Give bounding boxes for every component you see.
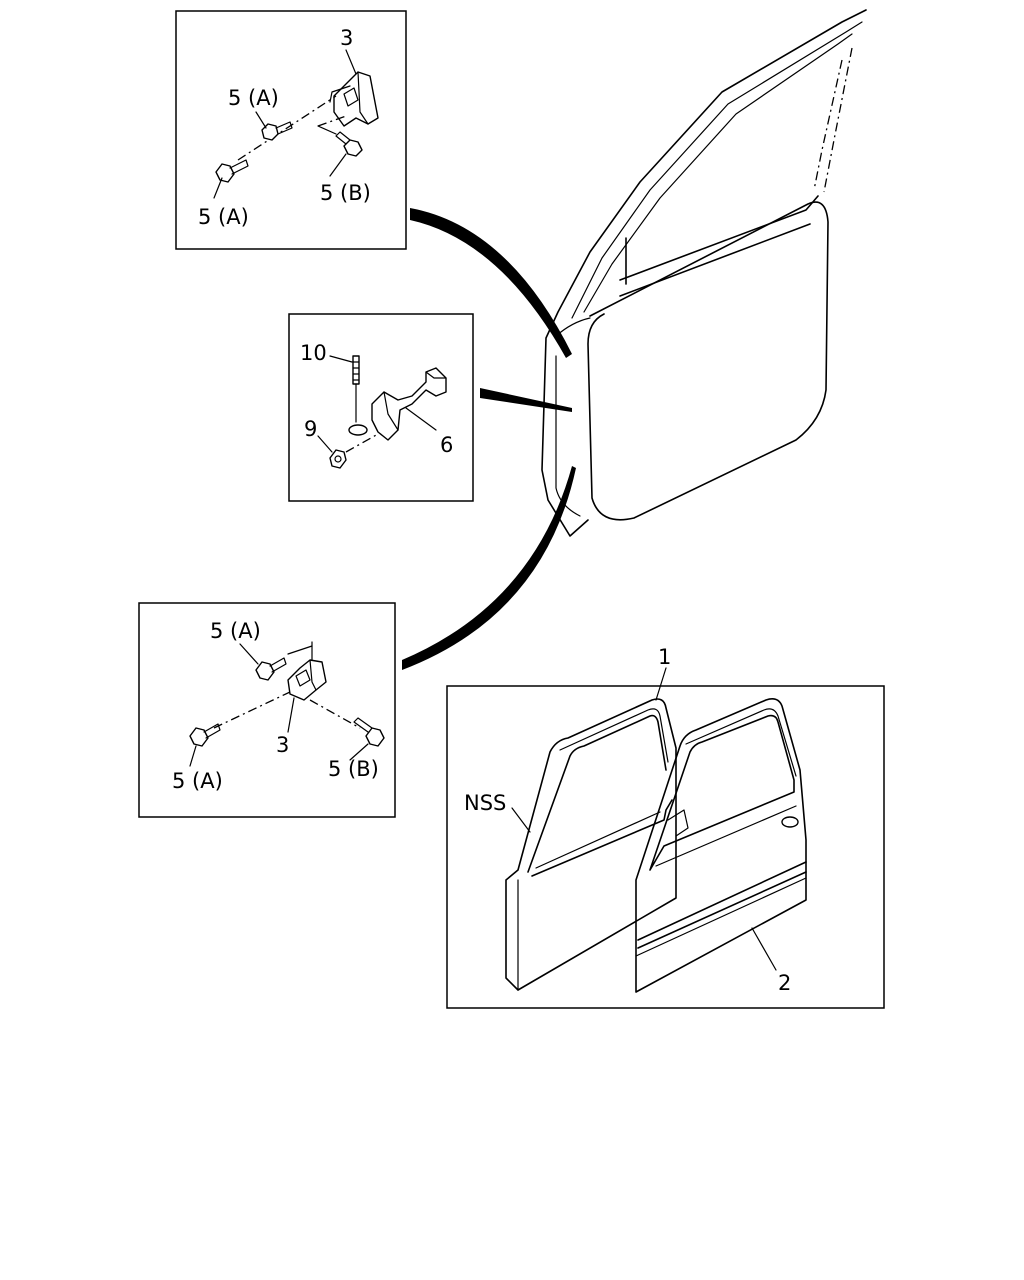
spring-pin	[352, 355, 360, 423]
top-hinge-detail: 3 5 (A) 5 (A) 5 (B)	[175, 10, 407, 250]
label-3: 3	[276, 733, 289, 757]
label-6: 6	[440, 433, 453, 457]
bolt-5b	[353, 717, 385, 747]
bolt-5b	[335, 131, 363, 157]
bottom-hinge-box	[138, 602, 396, 818]
label-10: 10	[300, 341, 327, 365]
label-5b: 5 (B)	[328, 757, 379, 781]
sweep-top-hinge	[410, 208, 572, 358]
bottom-hinge-part	[287, 659, 327, 701]
label-1: 1	[658, 645, 671, 669]
bottom-hinge-detail: 5 (A) 3 5 (A) 5 (B)	[138, 602, 396, 818]
label-5a-upper: 5 (A)	[210, 619, 261, 643]
label-5a-lower: 5 (A)	[198, 205, 249, 229]
main-door-illustration	[541, 9, 867, 537]
door-panels-detail: 1 NSS 2	[446, 645, 885, 1009]
right-door-panel	[635, 698, 807, 993]
sweep-door-check	[480, 388, 572, 412]
bolt-5a-upper	[255, 657, 287, 681]
left-door-panel	[505, 698, 677, 991]
leader-sweeps	[402, 208, 576, 670]
label-nss: NSS	[464, 791, 506, 815]
label-5b: 5 (B)	[320, 181, 371, 205]
door-panels-box	[446, 685, 885, 1009]
label-5a-lower: 5 (A)	[172, 769, 223, 793]
label-5a-upper: 5 (A)	[228, 86, 279, 110]
bolt-5a-lower	[189, 723, 221, 747]
label-2: 2	[778, 971, 791, 995]
nut-9	[329, 433, 379, 469]
top-hinge-box	[175, 10, 407, 250]
door-check-link	[371, 367, 447, 441]
label-3: 3	[340, 26, 353, 50]
label-9: 9	[304, 417, 317, 441]
bolt-5a-lower	[215, 159, 249, 183]
door-check-detail: 10 9 6	[288, 313, 474, 502]
